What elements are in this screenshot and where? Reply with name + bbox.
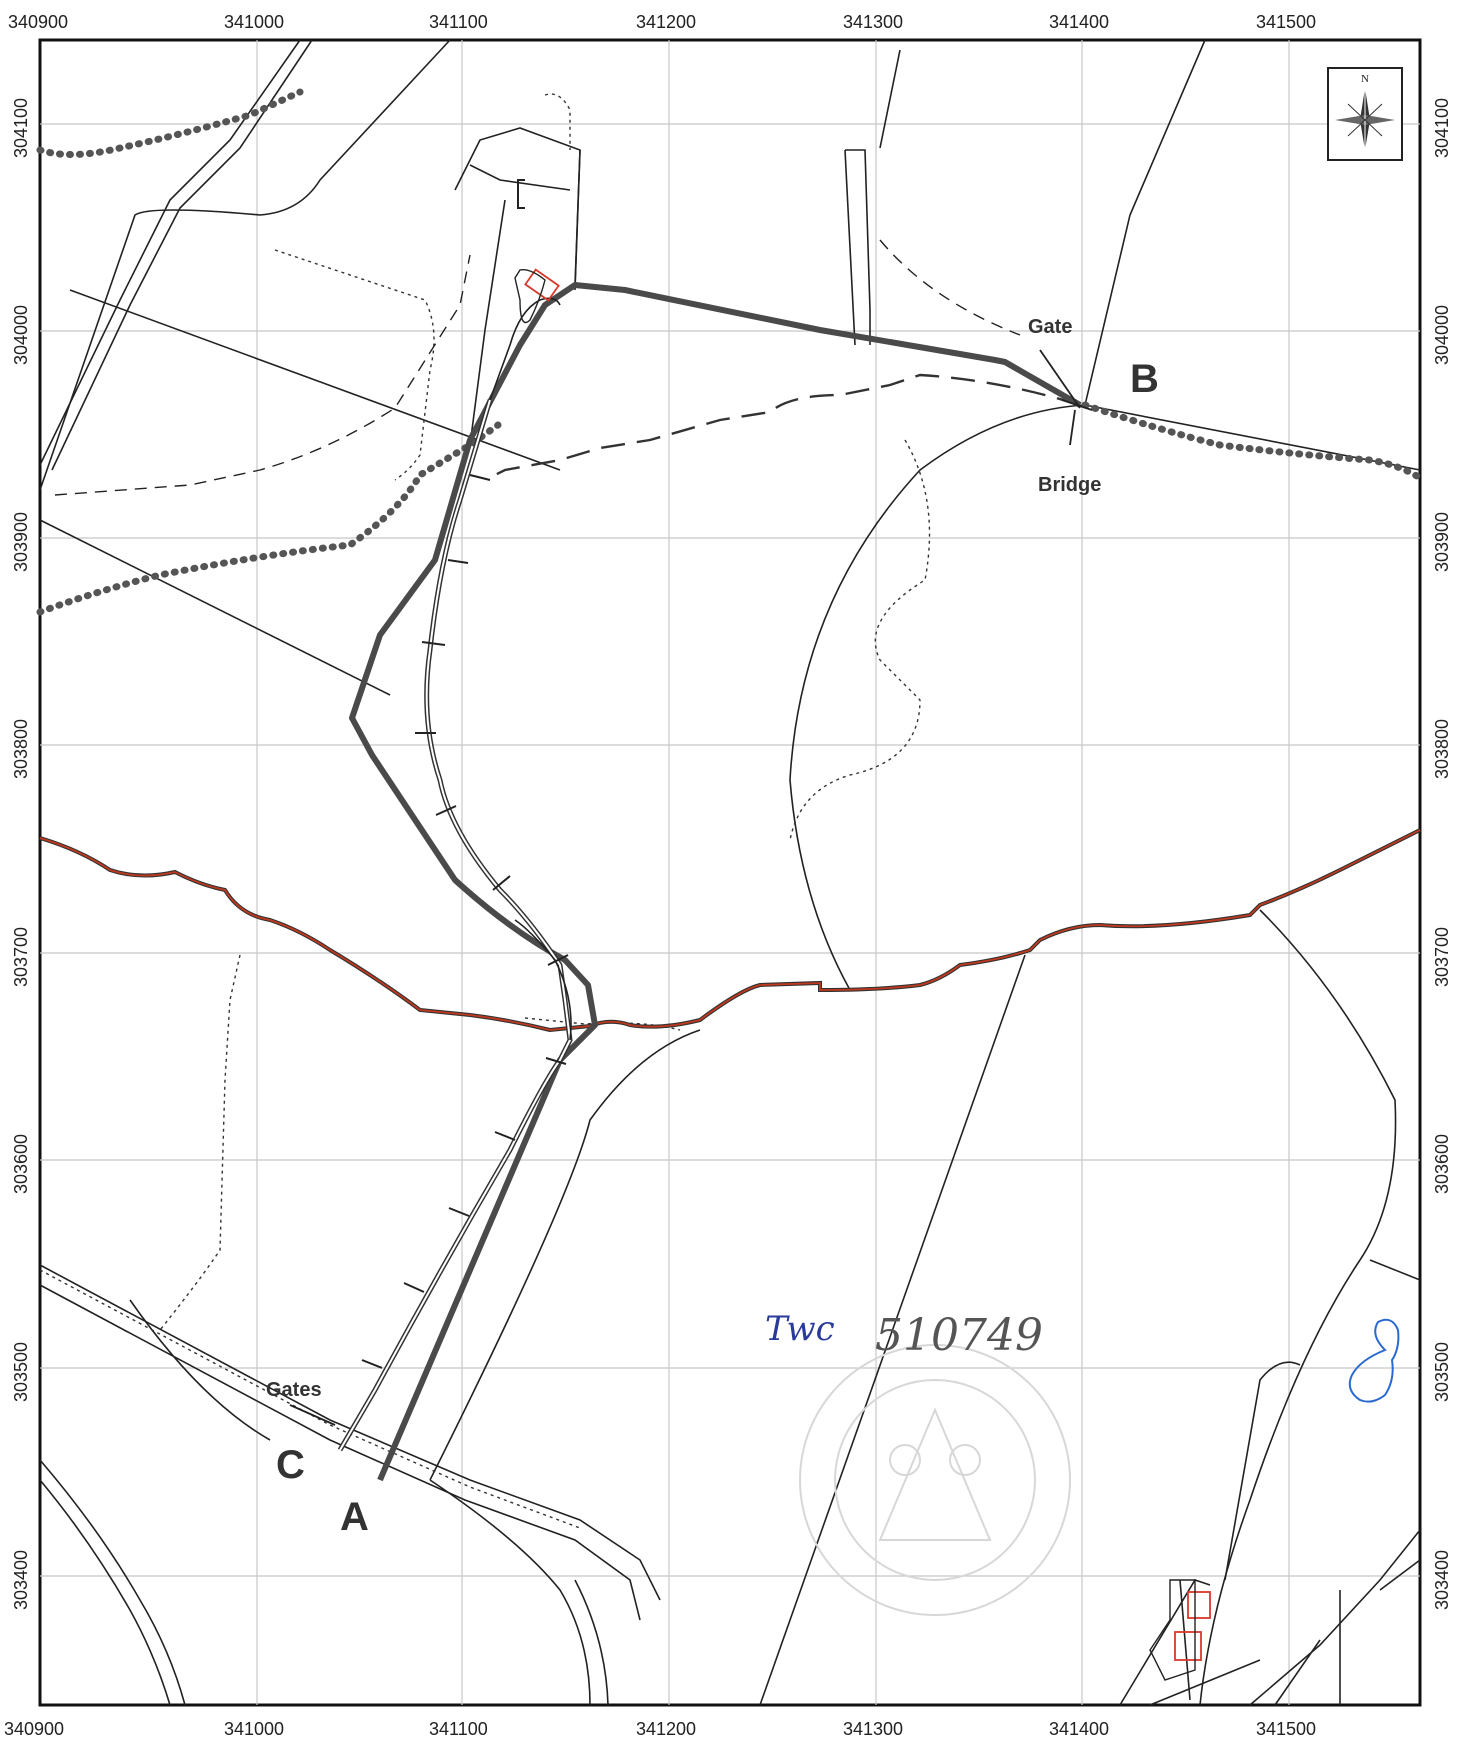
y-axis-left: 304100 304000 303900 303800 303700 30360…: [11, 98, 31, 1610]
tick-label: 303900: [11, 512, 31, 572]
gates-label: Gates: [266, 1379, 322, 1401]
lane-ticks: [361, 474, 569, 1369]
tick-label: 341000: [224, 12, 284, 32]
tick-label: 303600: [11, 1134, 31, 1194]
tick-label: 341400: [1049, 12, 1109, 32]
public-right-of-way: [36, 88, 1424, 616]
tick-label: 303800: [1432, 719, 1452, 779]
tick-label: 303500: [1432, 1342, 1452, 1402]
y-axis-right: 304100 304000 303900 303800 303700 30360…: [1432, 98, 1452, 1610]
building: [1187, 1591, 1211, 1619]
council-seal: [799, 1344, 1071, 1616]
tick-label: 304000: [11, 305, 31, 365]
field-boundaries: [39, 39, 1421, 1706]
point-label-b: B: [1130, 357, 1159, 401]
gate-marker: [1039, 349, 1093, 446]
tick-label: 341400: [1049, 1719, 1109, 1739]
field-ditch: [494, 373, 1081, 477]
x-axis-top: 340900 341000 341100 341200 341300 34140…: [8, 12, 1316, 32]
tick-label: 303700: [1432, 927, 1452, 987]
tick-label: 303800: [11, 719, 31, 779]
pond: [1348, 1318, 1400, 1403]
building-outlines: [514, 269, 1196, 1681]
map-frame: [38, 38, 1422, 1707]
tick-label: 341500: [1256, 12, 1316, 32]
tick-label: 303900: [1432, 512, 1452, 572]
tick-label: 341100: [429, 12, 488, 32]
tick-label: 303700: [11, 927, 31, 987]
bridge-label: Bridge: [1038, 474, 1101, 496]
tick-label: 341300: [843, 12, 903, 32]
gates-marker: [289, 1404, 336, 1426]
route-ab: [349, 282, 1082, 1482]
tick-label: 341200: [636, 12, 696, 32]
tick-label: 341200: [636, 1719, 696, 1739]
tick-label: 341500: [1256, 1719, 1316, 1739]
tick-label: 303600: [1432, 1134, 1452, 1194]
tick-label: 341000: [224, 1719, 284, 1739]
tick-label: 303400: [1432, 1550, 1452, 1610]
tick-label: 304100: [11, 98, 31, 158]
tick-label: 341300: [843, 1719, 903, 1739]
tick-label: 304100: [1432, 98, 1452, 158]
building: [1174, 1631, 1202, 1661]
tick-label: 340900: [8, 12, 68, 32]
tick-label: 303500: [11, 1342, 31, 1402]
handwritten-reference: Twc: [765, 1309, 835, 1349]
point-label-c: C: [276, 1443, 305, 1487]
gate-label: Gate: [1028, 316, 1072, 338]
bracket-mark: [517, 179, 525, 209]
grid-lines: [40, 40, 1420, 1705]
point-label-a: A: [340, 1495, 369, 1539]
tick-label: 341100: [429, 1719, 488, 1739]
tick-label: 340900: [4, 1719, 64, 1739]
handwritten-number: 510749: [875, 1310, 1043, 1361]
building: [524, 268, 560, 302]
x-axis-bottom: 340900 341000 341100 341200 341300 34140…: [4, 1719, 1316, 1739]
compass-rose-icon: N: [1327, 67, 1403, 161]
tick-label: 304000: [1432, 305, 1452, 365]
compass-north-label: N: [1361, 73, 1369, 85]
parish-boundary: [39, 828, 1421, 1033]
dashed-lines: [54, 239, 1021, 496]
tick-label: 303400: [11, 1550, 31, 1610]
buildings: [524, 268, 1211, 1661]
